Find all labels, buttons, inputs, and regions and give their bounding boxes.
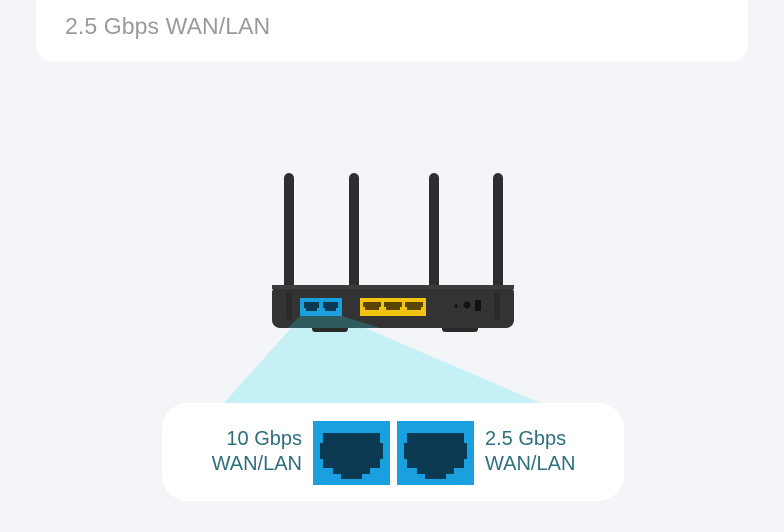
ethernet-port-icon-2-5g xyxy=(397,421,474,485)
power-switch-icon xyxy=(475,300,481,311)
right-port-label: 2.5 Gbps WAN/LAN xyxy=(485,427,575,477)
port-info-label: 2.5 Gbps WAN/LAN xyxy=(65,13,271,39)
left-port-speed: 10 Gbps xyxy=(226,428,302,450)
ethernet-port-icon-10g xyxy=(313,421,390,485)
reset-hole-icon xyxy=(454,304,458,308)
antenna-icons xyxy=(284,173,503,298)
port-highlight-beam xyxy=(222,318,545,405)
right-port-type: WAN/LAN xyxy=(485,453,576,475)
left-port-label: 10 Gbps WAN/LAN xyxy=(212,427,302,477)
power-jack-icon xyxy=(463,301,471,309)
port-speed-card: 10 Gbps WAN/LAN 2.5 Gbps WAN/LAN xyxy=(162,403,624,501)
router-body xyxy=(272,285,514,332)
port-info-card: 2.5 Gbps WAN/LAN xyxy=(36,0,748,62)
right-port-speed: 2.5 Gbps xyxy=(485,428,567,450)
left-port-type: WAN/LAN xyxy=(211,453,302,475)
